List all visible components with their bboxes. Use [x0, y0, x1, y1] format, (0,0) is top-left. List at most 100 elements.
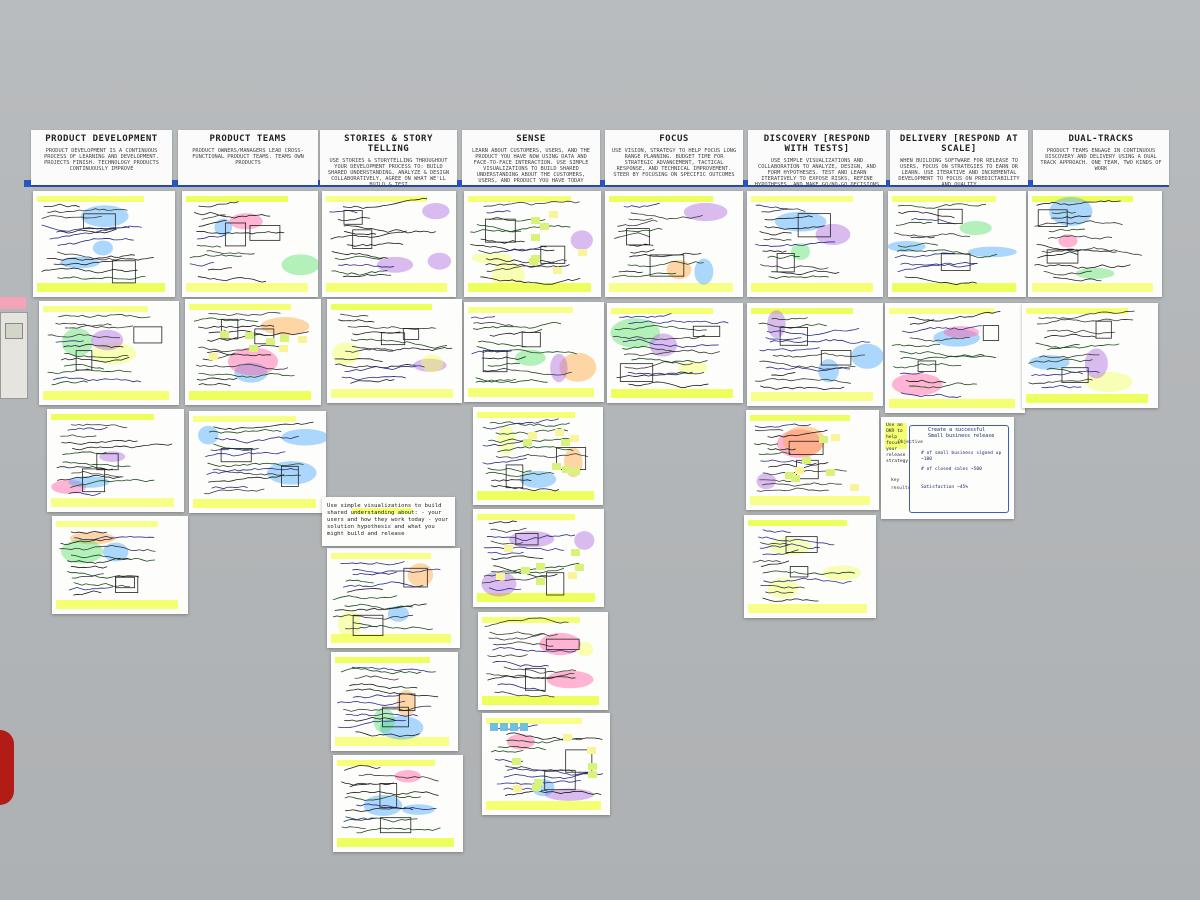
handwriting-line — [628, 218, 653, 221]
header-card-dual-tracks: DUAL-TRACKS PRODUCT TEAMS ENGAGE IN CONT… — [1033, 130, 1169, 185]
handwriting-line — [489, 421, 570, 427]
handwriting-line — [1034, 263, 1131, 269]
handwriting-line — [352, 331, 401, 336]
handwriting-line — [1037, 251, 1078, 259]
handwriting-line — [334, 603, 427, 612]
handwriting-line — [343, 705, 432, 712]
highlight — [193, 416, 296, 422]
highlight — [885, 423, 907, 449]
handwriting-line — [58, 314, 151, 319]
sketchnote-sheet — [47, 409, 184, 512]
highlight — [186, 196, 288, 202]
handwriting-line — [759, 543, 820, 550]
handwriting-line — [482, 440, 527, 447]
handwriting-line — [763, 238, 792, 242]
sketchnote-sheet — [747, 303, 883, 406]
handwriting-line — [503, 773, 588, 780]
sketchnote-sheet — [464, 191, 601, 297]
handwriting-line — [196, 231, 285, 235]
handwriting-line — [337, 700, 406, 706]
highlight — [468, 307, 573, 313]
handwriting-line — [761, 208, 806, 213]
handwriting-line — [762, 482, 843, 487]
handwriting-line — [470, 243, 555, 252]
handwriting-line — [760, 385, 845, 391]
marker-blob — [373, 707, 395, 733]
marker-blob — [402, 804, 435, 815]
highlight — [189, 304, 291, 310]
scribbles — [612, 202, 728, 285]
handwriting-line — [358, 773, 439, 782]
sticky-note — [533, 778, 543, 786]
handwriting-line — [60, 538, 113, 545]
handwriting-line — [752, 559, 781, 563]
handwriting-line — [41, 215, 102, 219]
sketch-box — [789, 566, 809, 578]
handwriting-line — [764, 215, 813, 221]
marker-blob — [198, 425, 219, 445]
handwriting-line — [631, 357, 708, 364]
marker-blob — [1085, 371, 1133, 393]
sketch-box — [83, 213, 116, 230]
handwriting-line — [897, 262, 978, 273]
sketchnote-sheet — [39, 301, 179, 405]
handwriting-line — [765, 590, 794, 594]
marker-blob — [943, 326, 980, 339]
okr-card: Use an OKR to help focus your release st… — [881, 417, 1014, 519]
handwriting-line — [1028, 378, 1093, 385]
header-card-product-teams: PRODUCT TEAMS PRODUCT OWNERS/MANAGERS LE… — [178, 130, 318, 185]
handwriting-line — [193, 317, 258, 323]
handwriting-line — [487, 467, 532, 473]
visualizations-note-card: Use simple visualizations to build share… — [322, 497, 455, 546]
sketch-box — [382, 706, 409, 728]
handwriting-line — [617, 219, 658, 227]
handwriting-line — [43, 203, 80, 208]
scribbles — [481, 520, 595, 597]
handwriting-line — [614, 324, 707, 332]
sketch-box — [505, 464, 524, 489]
highlight — [337, 838, 454, 847]
handwriting-line — [898, 210, 955, 219]
marker-blob — [91, 329, 124, 351]
marker-blob — [281, 429, 326, 446]
highlight — [892, 196, 996, 202]
highlight — [477, 491, 594, 500]
handwriting-line — [352, 571, 397, 576]
handwriting-line — [762, 250, 787, 253]
handwriting-line — [189, 261, 214, 267]
handwriting-line — [350, 338, 448, 349]
sticky-note — [791, 474, 801, 482]
handwriting-line — [491, 555, 544, 561]
handwriting-line — [214, 435, 299, 444]
highlight — [611, 389, 734, 398]
marker-blob — [683, 202, 728, 222]
handwriting-line — [624, 361, 693, 370]
okr-card-title: Create a successful Small business relea… — [928, 427, 995, 439]
sketchnote-sheet — [327, 299, 462, 403]
okr-box — [909, 425, 1009, 513]
sketch-box — [788, 440, 824, 455]
handwriting-line — [338, 263, 395, 268]
handwriting-line — [73, 582, 130, 588]
handwriting-line — [67, 557, 132, 564]
handwriting-line — [343, 817, 376, 823]
header-card-focus: FOCUS USE VISION, STRATEGY TO HELP FOCUS… — [605, 130, 743, 185]
header-subtitle: LEARN ABOUT CUSTOMERS, USERS, AND THE PR… — [472, 148, 590, 184]
scribbles — [470, 200, 593, 292]
handwriting-line — [345, 807, 414, 812]
handwriting-line — [490, 527, 527, 533]
handwriting-line — [763, 577, 852, 584]
marker-blob — [80, 205, 129, 228]
sketch-box — [96, 453, 119, 471]
scribbles — [331, 313, 453, 384]
handwriting-line — [337, 216, 371, 221]
scribbles — [59, 531, 156, 596]
highlight — [609, 283, 734, 292]
sketch-box — [626, 228, 650, 246]
highlight — [748, 520, 847, 526]
marker-blob — [539, 632, 581, 656]
scribbles — [755, 204, 851, 279]
handwriting-line — [345, 688, 439, 698]
handwriting-line — [341, 826, 366, 830]
sketch-box — [565, 749, 593, 773]
